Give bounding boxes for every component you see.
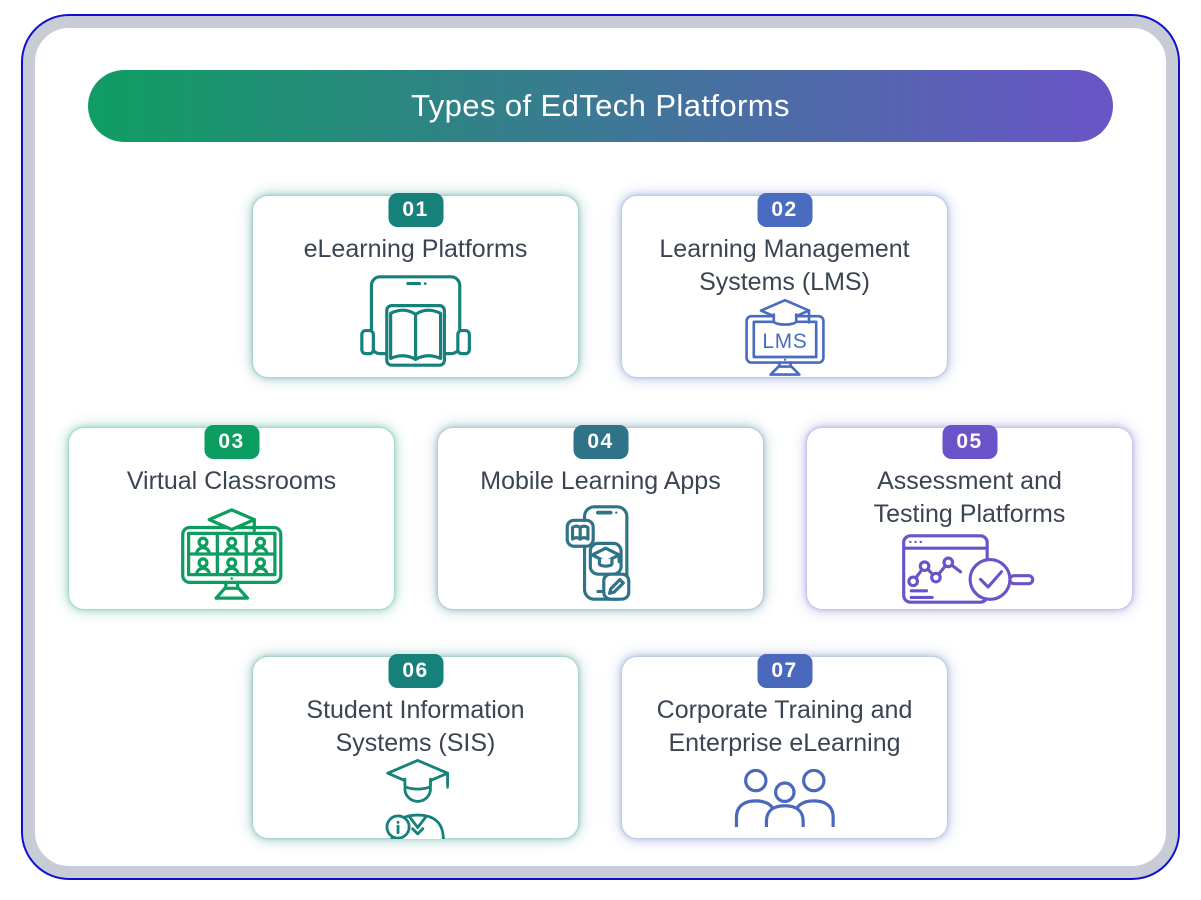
graduate-info-icon <box>385 759 449 839</box>
lms-monitor-graduation-cap-icon: LMS <box>744 298 825 376</box>
card-number-badge: 01 <box>388 193 443 227</box>
tablet-open-book-icon <box>360 274 471 367</box>
card-virtual-classrooms: 03 Virtual Classrooms <box>68 425 395 610</box>
card-title: eLearning Platforms <box>303 235 528 263</box>
card-number: 04 <box>587 430 614 453</box>
page-title: Types of EdTech Platforms <box>411 88 790 123</box>
card-number-badge: 07 <box>757 654 812 688</box>
card-number-badge: 05 <box>942 425 997 459</box>
card-number-badge: 03 <box>204 425 259 459</box>
chart-magnifier-checkmark-icon <box>902 534 1035 604</box>
card-title: Learning Management Systems (LMS) <box>659 235 910 296</box>
card-corporate-training-elearning: 07 Corporate Training and Enterprise eLe… <box>621 654 948 839</box>
card-student-information-systems: 06 Student Information Systems (SIS) <box>252 654 579 839</box>
card-mobile-learning-apps: 04 Mobile Learning Apps <box>437 425 764 610</box>
card-title: Corporate Training and Enterprise eLearn… <box>656 696 913 757</box>
card-number: 06 <box>402 659 429 682</box>
people-group-icon <box>734 769 835 827</box>
card-assessment-testing-platforms: 05 Assessment and Testing Platforms <box>806 425 1133 610</box>
slide-frame <box>21 14 1180 880</box>
card-number-badge: 06 <box>388 654 443 688</box>
lms-screen-label: LMS <box>762 330 807 353</box>
card-learning-management-systems: 02 Learning Management Systems (LMS) LMS <box>621 193 948 378</box>
card-number: 05 <box>956 430 983 453</box>
video-call-grid-monitor-icon <box>180 507 283 600</box>
card-title: Virtual Classrooms <box>126 467 337 495</box>
card-elearning-platforms: 01 eLearning Platforms <box>252 193 579 378</box>
card-number: 07 <box>771 659 798 682</box>
card-title: Assessment and Testing Platforms <box>873 467 1066 528</box>
card-number-badge: 02 <box>757 193 812 227</box>
smartphone-learning-apps-icon <box>565 504 630 601</box>
card-number: 02 <box>771 198 798 221</box>
card-title: Mobile Learning Apps <box>480 467 721 495</box>
card-title: Student Information Systems (SIS) <box>306 696 525 757</box>
header-banner: Types of EdTech Platforms <box>88 70 1113 142</box>
card-number-badge: 04 <box>573 425 628 459</box>
card-number: 01 <box>402 198 429 221</box>
card-number: 03 <box>218 430 245 453</box>
